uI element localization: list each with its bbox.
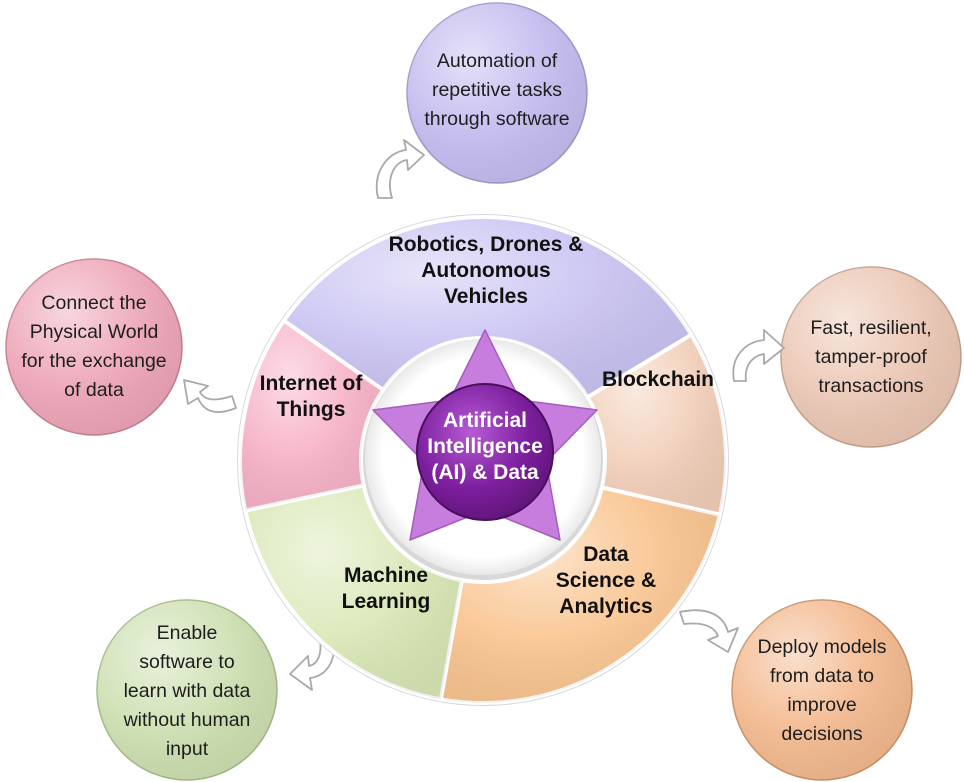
segment-label-iot: Internet of Things [259, 372, 363, 421]
outcome-transactions-circle [780, 266, 962, 448]
outcome-label-automation: Automation of repetitive tasks through s… [424, 49, 570, 130]
ring-segment-gloss [587, 334, 726, 515]
outcome-physical-world-circle [5, 258, 183, 436]
ring-segment-gloss [440, 487, 720, 703]
curved-arrow-icon [679, 609, 739, 653]
ring-segment-gloss [240, 320, 384, 511]
segment-label-blockchain: Blockchain [601, 368, 715, 391]
curved-arrow-icon [289, 639, 336, 691]
outcome-learning-circle [96, 599, 278, 781]
center-label: Artificial Intelligence (AI) & Data [427, 409, 543, 484]
segment-label-robotics: Robotics, Drones & Autonomous Vehicles [388, 233, 584, 308]
center-orb [416, 383, 554, 521]
outcome-label-transactions: Fast, resilient, tamper-proof transactio… [810, 316, 932, 397]
outcome-label-decisions: Deploy models from data to improve decis… [757, 636, 887, 745]
ring-segment-gloss [245, 485, 462, 700]
outcome-decisions-circle [731, 599, 913, 781]
segment-label-data-science: Data Science & Analytics [555, 543, 657, 618]
segment-label-machine-learning: Machine Learning [341, 564, 431, 613]
ring [238, 215, 728, 705]
curved-arrow-icon [183, 379, 237, 413]
curved-arrow-icon [732, 329, 785, 382]
outcome-label-learning: Enable software to learn with data witho… [123, 621, 251, 760]
ring-segment-gloss [283, 217, 692, 398]
outcome-automation-circle [406, 2, 588, 184]
curved-arrow-icon [375, 139, 425, 199]
outcome-label-physical-world: Connect the Physical World for the excha… [21, 292, 167, 401]
